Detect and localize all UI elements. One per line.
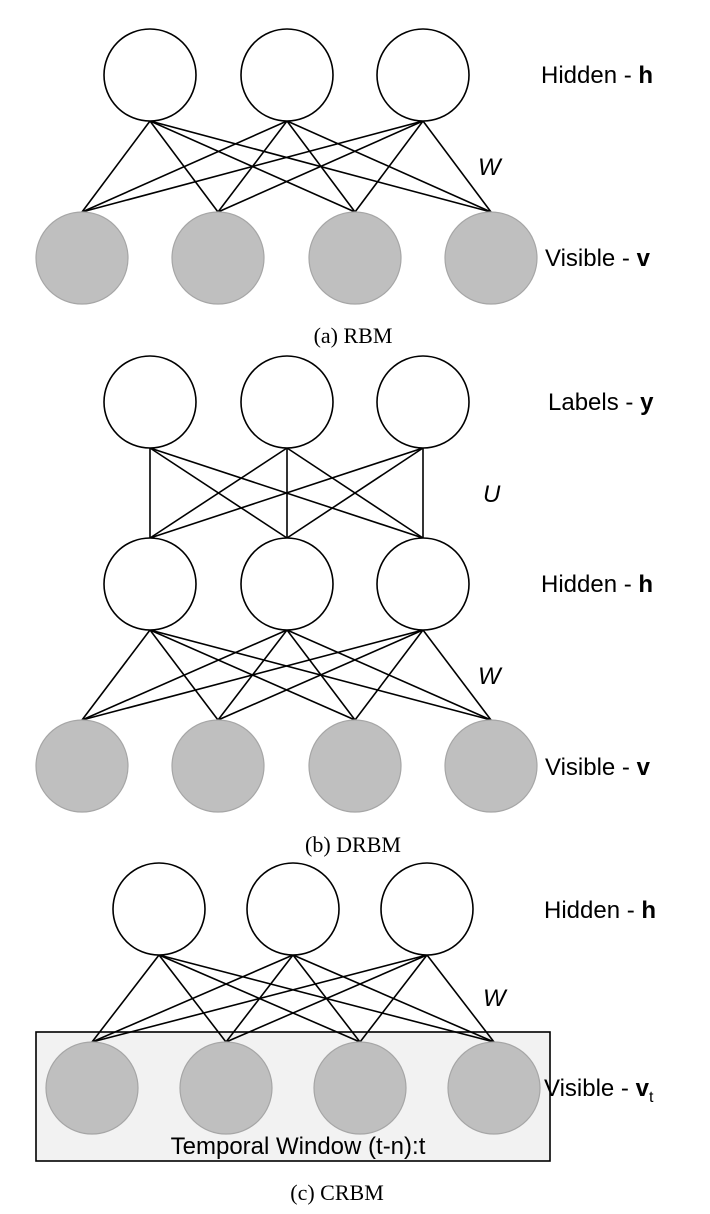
drbm-u-connections xyxy=(149,447,424,539)
drbm-visible-node-1 xyxy=(35,719,129,813)
crbm-w-edge-3-4 xyxy=(426,954,495,1043)
drbm-u-edge-2-1 xyxy=(149,447,288,539)
rbm-w-edge-3-3 xyxy=(354,120,424,213)
drbm-w-edge-2-1 xyxy=(81,629,288,721)
rbm-hidden-node-1 xyxy=(103,28,197,122)
rbm-w-edge-3-2 xyxy=(217,120,424,213)
crbm-w-edge-3-2 xyxy=(225,954,428,1043)
rbm-caption: (a) RBM xyxy=(314,323,393,348)
drbm-u-edge-3-1 xyxy=(149,447,424,539)
crbm-w-edge-1-1 xyxy=(91,954,160,1043)
drbm-w-edge-3-2 xyxy=(217,629,424,721)
crbm-hidden-node-1 xyxy=(112,862,206,956)
drbm-w-edge-3-4 xyxy=(422,629,492,721)
rbm-weight-w-label: W xyxy=(478,154,503,181)
crbm-w-edge-3-3 xyxy=(359,954,428,1043)
rbm-hidden-label: Hidden - h xyxy=(541,62,653,89)
panel-rbm: Hidden - h W Visible - v (a) RBM xyxy=(35,28,653,348)
crbm-visible-label: Visible - vt xyxy=(544,1075,654,1106)
drbm-label-node-2 xyxy=(240,355,334,449)
drbm-visible-node-2 xyxy=(171,719,265,813)
drbm-w-edge-3-1 xyxy=(81,629,424,721)
drbm-visible-label: Visible - v xyxy=(545,754,651,781)
crbm-weight-w-label: W xyxy=(483,985,508,1012)
drbm-w-edge-1-1 xyxy=(81,629,151,721)
drbm-hidden-node-3 xyxy=(376,537,470,631)
crbm-visible-node-2 xyxy=(179,1041,273,1135)
drbm-u-edge-3-2 xyxy=(286,447,424,539)
drbm-weight-w-label: W xyxy=(478,663,503,690)
crbm-hidden-node-3 xyxy=(380,862,474,956)
rbm-hidden-node-3 xyxy=(376,28,470,122)
crbm-hidden-node-2 xyxy=(246,862,340,956)
drbm-label-node-1 xyxy=(103,355,197,449)
crbm-hidden-label: Hidden - h xyxy=(544,897,656,924)
drbm-hidden-node-1 xyxy=(103,537,197,631)
rbm-visible-node-3 xyxy=(308,211,402,305)
drbm-hidden-node-2 xyxy=(240,537,334,631)
crbm-w-edge-3-1 xyxy=(91,954,428,1043)
crbm-visible-node-4 xyxy=(447,1041,541,1135)
rbm-w-edge-2-1 xyxy=(81,120,288,213)
panel-crbm: Hidden - h W Visible - vt Temporal Windo… xyxy=(35,862,656,1205)
drbm-labels-label: Labels - y xyxy=(548,389,654,416)
crbm-w-edge-2-1 xyxy=(91,954,294,1043)
drbm-visible-node-4 xyxy=(444,719,538,813)
rbm-visible-node-1 xyxy=(35,211,129,305)
rbm-w-edge-1-1 xyxy=(81,120,151,213)
crbm-caption: (c) CRBM xyxy=(290,1180,384,1205)
drbm-label-node-3 xyxy=(376,355,470,449)
rbm-visible-label: Visible - v xyxy=(545,245,651,272)
rbm-w-connections xyxy=(81,120,492,213)
rbm-w-edge-3-4 xyxy=(422,120,492,213)
rbm-visible-node-2 xyxy=(171,211,265,305)
rbm-visible-node-4 xyxy=(444,211,538,305)
crbm-w-connections xyxy=(91,954,495,1043)
rbm-w-edge-3-1 xyxy=(81,120,424,213)
crbm-visible-node-3 xyxy=(313,1041,407,1135)
drbm-caption: (b) DRBM xyxy=(305,832,401,857)
drbm-w-connections xyxy=(81,629,492,721)
drbm-visible-node-3 xyxy=(308,719,402,813)
crbm-visible-node-1 xyxy=(45,1041,139,1135)
drbm-w-edge-3-3 xyxy=(354,629,424,721)
crbm-temporal-window-label: Temporal Window (t-n):t xyxy=(171,1133,426,1160)
drbm-weight-u-label: U xyxy=(483,481,501,508)
panel-drbm: Labels - y U Hidden - h W Visible - v (b… xyxy=(35,355,654,857)
rbm-hidden-node-2 xyxy=(240,28,334,122)
drbm-hidden-label: Hidden - h xyxy=(541,571,653,598)
